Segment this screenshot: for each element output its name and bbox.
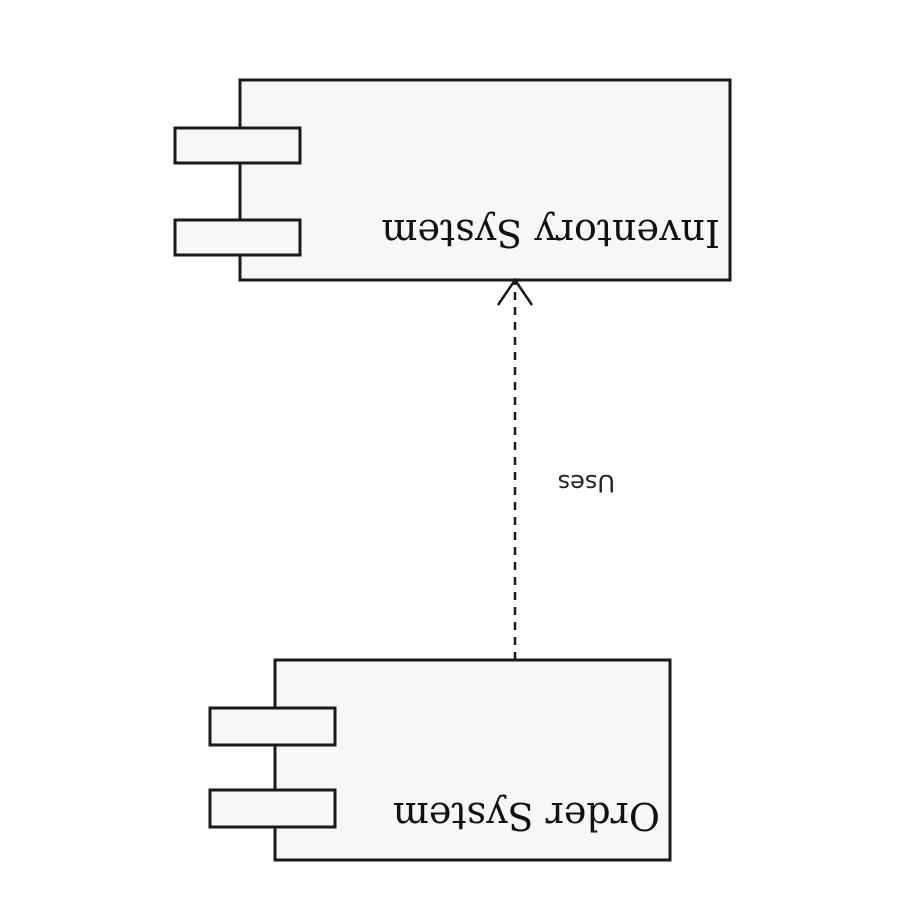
dependency-label: Uses [558, 469, 615, 497]
component-order-system[interactable]: Order System [208, 658, 672, 862]
component-inventory-port-bottom [173, 126, 302, 165]
component-inventory-body [238, 78, 732, 282]
component-inventory-port-top [173, 218, 302, 257]
component-order-label: Order System [393, 794, 660, 838]
component-order-port-bottom [208, 706, 337, 747]
component-inventory-label: Inventory System [381, 211, 720, 255]
diagram-content: Inventory System Order System Uses [173, 78, 732, 862]
dependency-uses[interactable]: Uses [496, 277, 615, 660]
dependency-arrowhead [496, 277, 534, 306]
component-order-port-top [208, 788, 337, 829]
component-order-body [273, 658, 672, 862]
component-inventory-system[interactable]: Inventory System [173, 78, 732, 282]
